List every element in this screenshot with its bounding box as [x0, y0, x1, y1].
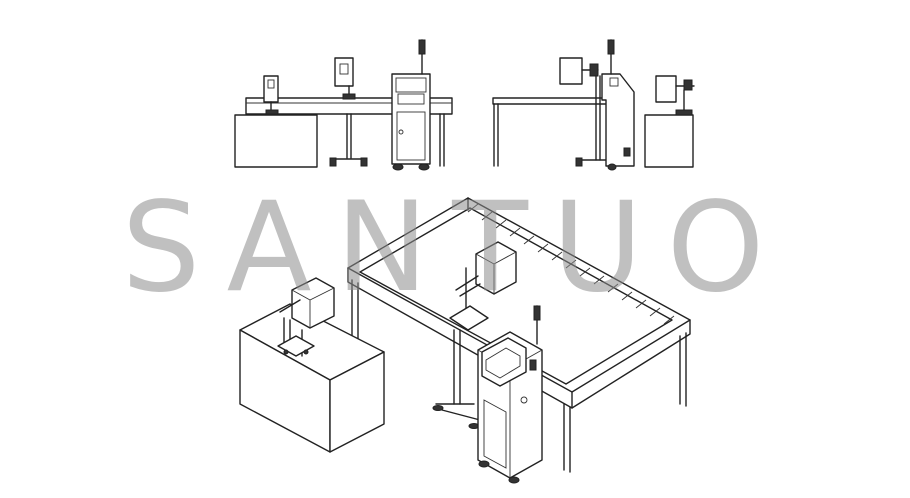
- isometric-view: [239, 197, 691, 484]
- side-controller-cabinet: [601, 73, 635, 167]
- iso-left-print-head: [291, 277, 335, 329]
- side-right-cabinet: [644, 114, 694, 168]
- front-left-cabinet: [234, 114, 318, 168]
- front-view: [234, 39, 453, 171]
- iso-conveyor-rollers: [467, 203, 675, 325]
- side-stand-print-head: [559, 57, 583, 85]
- front-controller-cabinet: [391, 73, 431, 165]
- iso-center-print-head: [475, 241, 517, 295]
- front-stand-print-head: [334, 57, 354, 87]
- side-table-top: [492, 97, 614, 105]
- side-view: [492, 39, 695, 171]
- side-right-print-head: [655, 75, 677, 103]
